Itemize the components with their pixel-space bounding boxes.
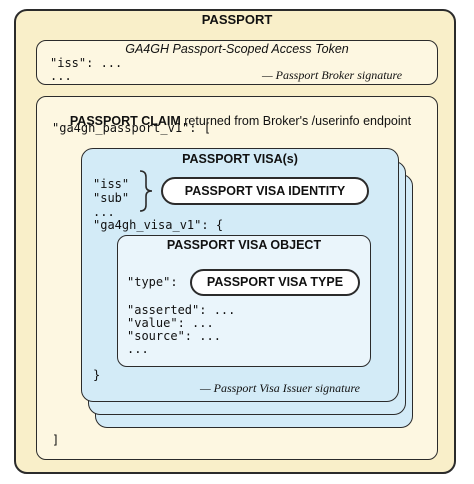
passport-claim-title-rest: returned from Broker's /userinfo endpoin… — [180, 114, 412, 128]
visa-ellipsis: ... — [93, 205, 115, 219]
visa-object-title: PASSPORT VISA OBJECT — [166, 238, 322, 252]
visa-iss-key: "iss" — [93, 177, 130, 191]
visa-identity-pill: PASSPORT VISA IDENTITY — [161, 177, 369, 205]
visa-source-line: "source": ... — [127, 329, 221, 343]
visa-object-box — [117, 235, 371, 367]
visa-sub-key: "sub" — [93, 191, 130, 205]
visa-v1-close: } — [93, 368, 101, 382]
visa-type-key: "type": — [127, 275, 178, 289]
access-token-title: GA4GH Passport-Scoped Access Token — [125, 42, 349, 56]
token-ellipsis: ... — [50, 69, 72, 83]
passport-claim-title-bold: PASSPORT CLAIM — [69, 114, 181, 128]
visa-asserted-line: "asserted": ... — [127, 303, 236, 317]
visa-object-ellipsis: ... — [127, 342, 149, 356]
visa-v1-open: "ga4gh_visa_v1": { — [93, 218, 224, 232]
visa-value-line: "value": ... — [127, 316, 214, 330]
token-iss-line: "iss": ... — [50, 56, 123, 70]
visa-type-pill: PASSPORT VISA TYPE — [190, 269, 360, 296]
broker-signature: — Passport Broker signature — [262, 68, 403, 82]
access-token-box — [36, 40, 438, 85]
passport-v1-open: "ga4gh_passport_v1": [ — [52, 121, 211, 135]
passport-v1-close: ] — [52, 433, 60, 447]
visa-issuer-signature: — Passport Visa Issuer signature — [200, 381, 361, 395]
passport-claim-title: PASSPORT CLAIM returned from Broker's /u… — [36, 100, 438, 128]
identity-brace-icon — [139, 170, 153, 212]
passport-visa-title: PASSPORT VISA(s) — [182, 152, 298, 166]
passport-title: PASSPORT — [201, 12, 273, 27]
